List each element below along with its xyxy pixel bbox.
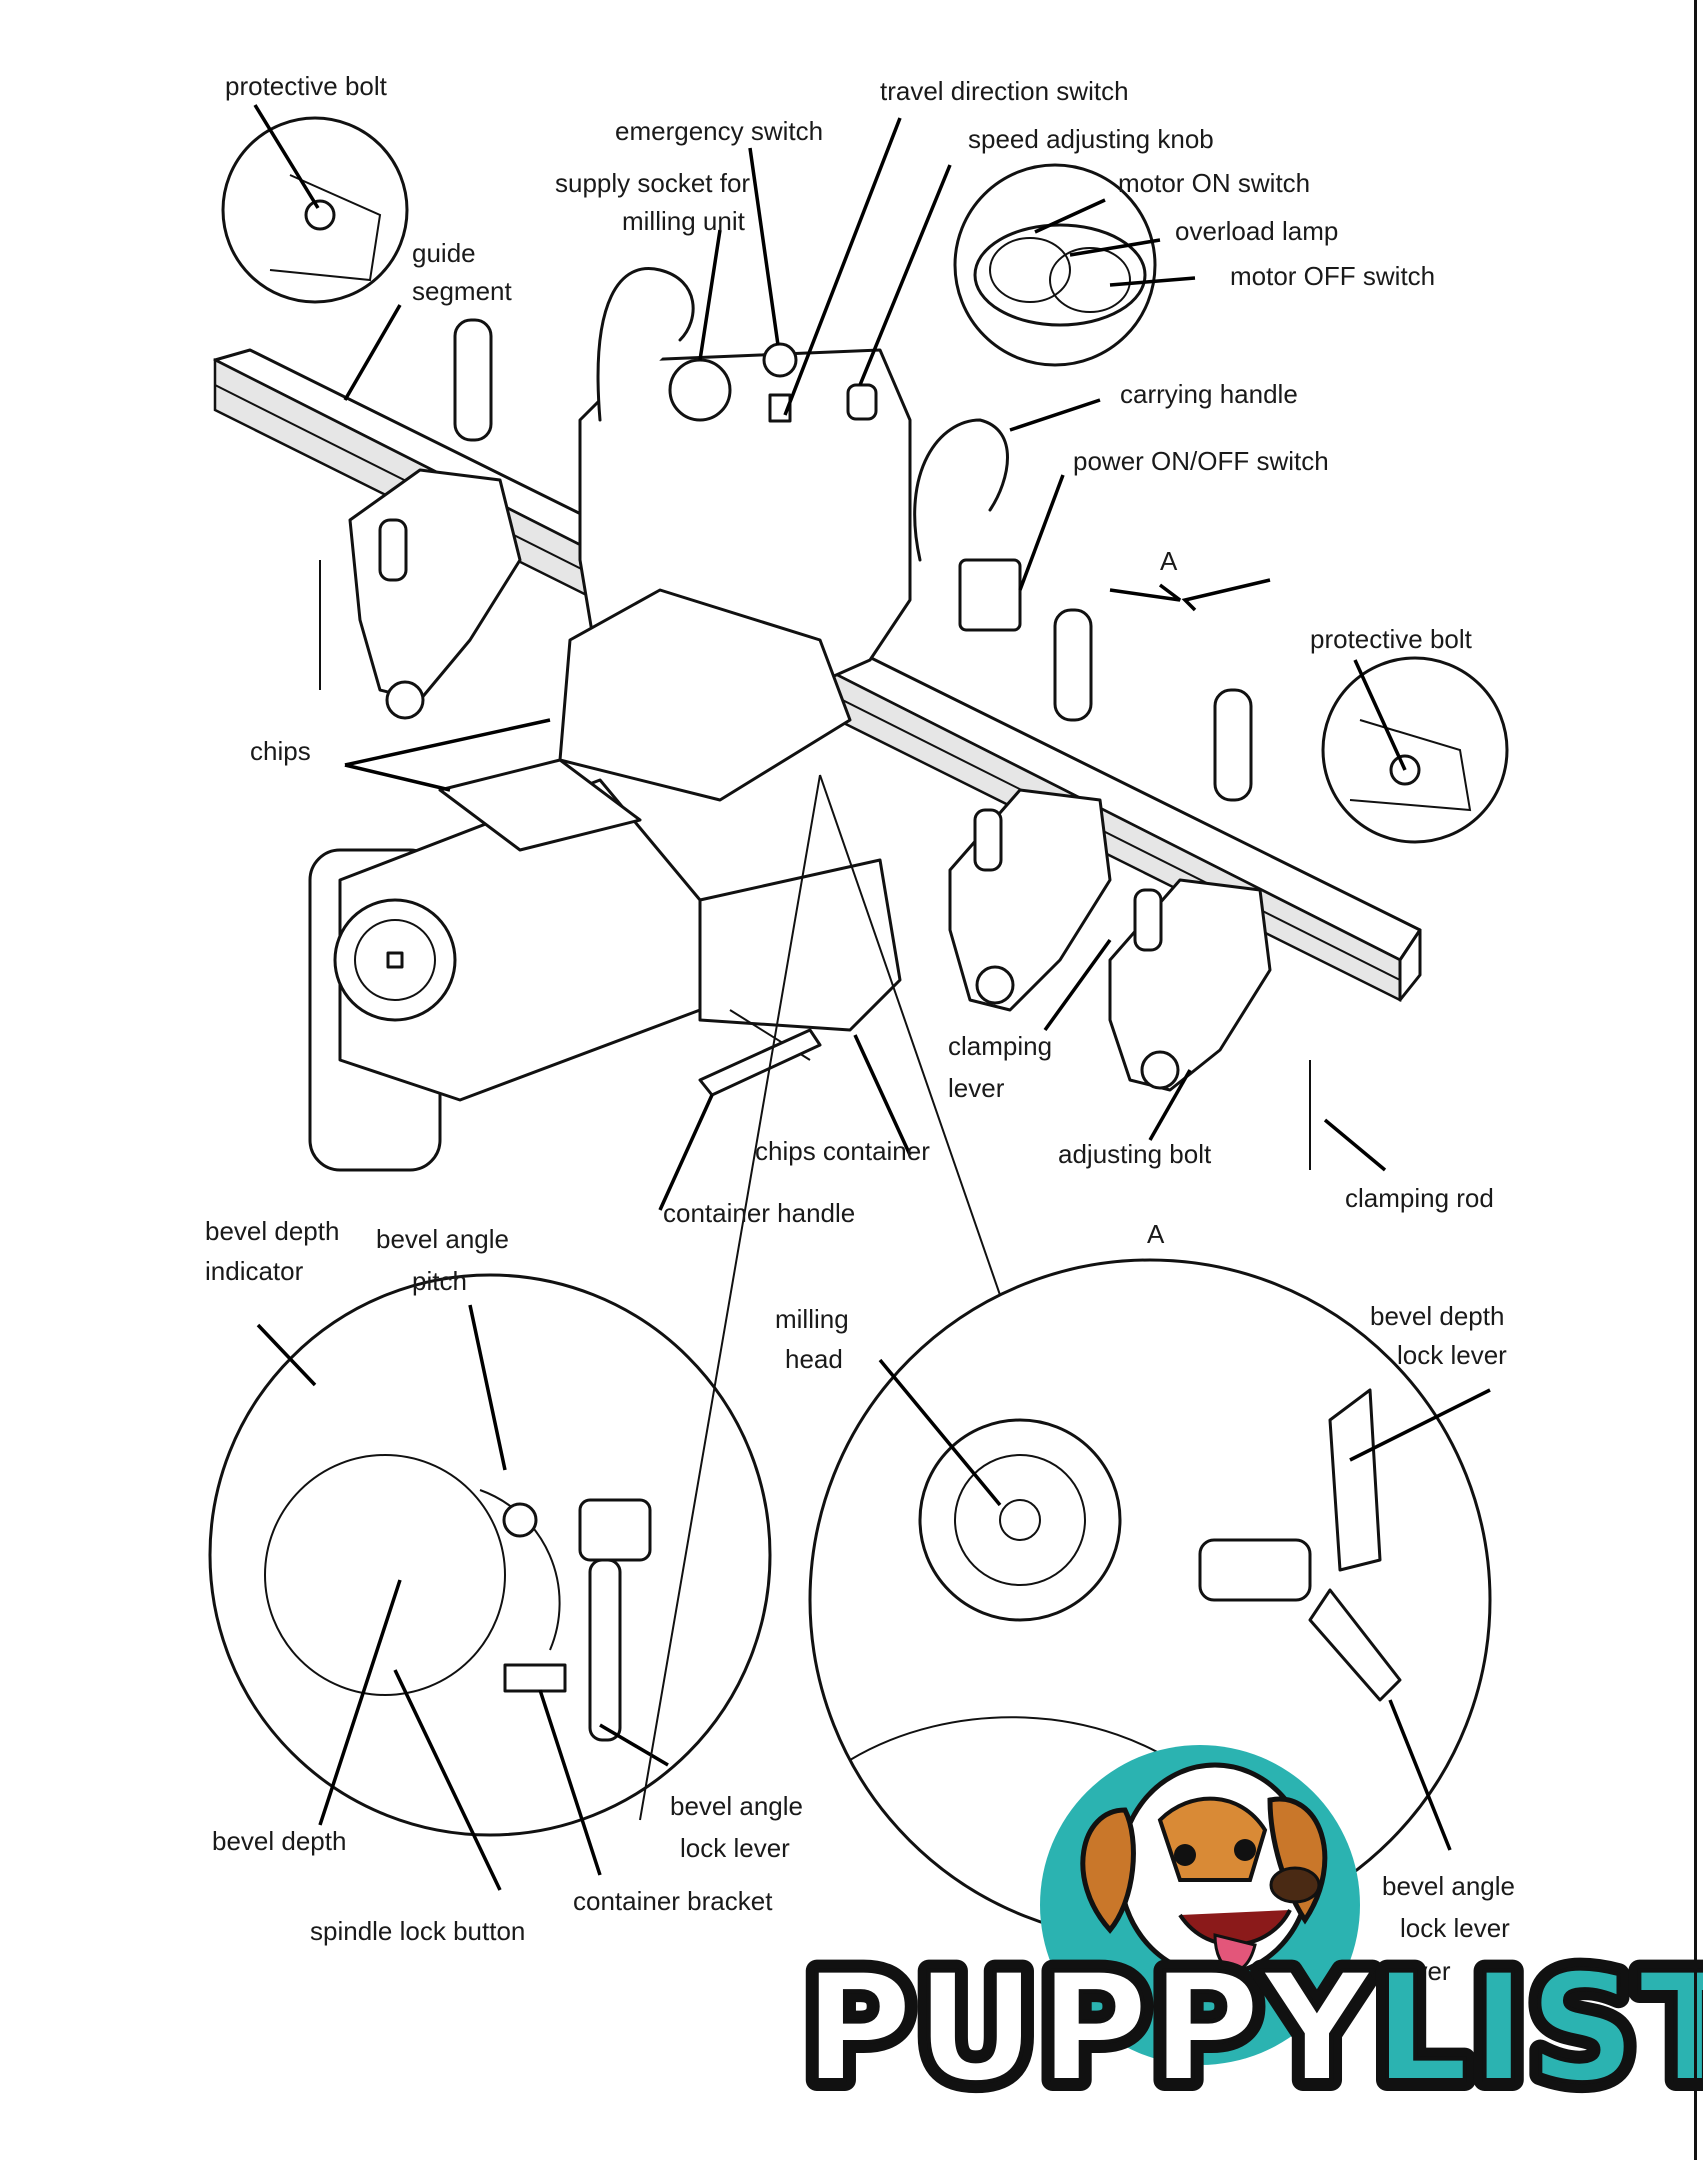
left-clamp [319,318,522,720]
label-view-marker-top: A [1160,546,1178,576]
label-bevel-angle-lock-left-line1: bevel angle [670,1791,803,1821]
chip-chute [438,588,852,852]
page-edge-line [1694,0,1697,2160]
label-milling-head-line1: milling [775,1304,849,1334]
label-spindle-lock-button: spindle lock button [310,1916,525,1946]
label-container-handle: container handle [663,1198,855,1228]
label-bevel-angle-lock-right-line2: lock lever [1400,1913,1510,1943]
watermark-text-shadow: PUPPYLIST [803,1942,1703,2116]
label-milling-head-line2: head [785,1344,843,1374]
label-carrying-handle: carrying handle [1120,379,1298,409]
label-bevel-angle-lock-right-line3: ever [1400,1956,1451,1986]
label-view-marker-detail: A [1147,1219,1165,1249]
main-housing [578,267,1022,702]
label-bevel-depth: bevel depth [212,1826,346,1856]
detail-circle-protective-bolt-right [1321,656,1509,844]
label-chips: chips [250,736,311,766]
label-bevel-depth-indicator-line2: indicator [205,1256,304,1286]
watermark-text: PUPPYLIST [803,1942,1703,2116]
right-clamp-2 [1108,688,1311,1170]
label-clamping-lever-line2: lever [948,1073,1005,1103]
label-bevel-depth-lock-line1: bevel depth [1370,1301,1504,1331]
label-clamping-rod: clamping rod [1345,1183,1494,1213]
label-protective-bolt-top: protective bolt [225,71,388,101]
detail-circle-view-a [808,1258,1492,1942]
label-guide-segment-line1: guide [412,238,476,268]
label-bevel-angle-pitch-line2: pitch [412,1266,467,1296]
label-clamping-lever-line1: clamping [948,1031,1052,1061]
label-guide-segment-line2: segment [412,276,512,306]
label-bevel-angle-pitch-line1: bevel angle [376,1224,509,1254]
label-chips-container: chips container [755,1136,930,1166]
label-power-switch: power ON/OFF switch [1073,446,1329,476]
machine-drawing [213,267,1422,1172]
label-bevel-angle-lock-left-line2: lock lever [680,1833,790,1863]
label-speed-adjusting-knob: speed adjusting knob [968,124,1214,154]
label-travel-direction-switch: travel direction switch [880,76,1129,106]
puppylist-watermark: PUPPYLIST PUPPYLIST [792,1745,1703,2127]
detail-circle-bevel-left [208,1273,772,1837]
leader-lines [253,104,1491,1891]
label-motor-off-switch: motor OFF switch [1230,261,1435,291]
labels: protective bolt travel direction switch … [205,71,1515,1986]
label-bevel-depth-indicator-line1: bevel depth [205,1216,339,1246]
label-bevel-angle-lock-right-line1: bevel angle [1382,1871,1515,1901]
label-overload-lamp: overload lamp [1175,216,1338,246]
label-motor-on-switch: motor ON switch [1118,168,1310,198]
label-supply-socket-line1: supply socket for [555,168,750,198]
detail-circle-protective-bolt-top [221,116,409,304]
right-clamp-1 [948,608,1112,1012]
label-supply-socket-line2: milling unit [622,206,746,236]
label-bevel-depth-lock-line2: lock lever [1397,1340,1507,1370]
label-protective-bolt-right: protective bolt [1310,624,1473,654]
label-adjusting-bolt: adjusting bolt [1058,1139,1212,1169]
chips-container [698,858,902,1097]
label-emergency-switch: emergency switch [615,116,823,146]
dog-mascot-icon [1040,1745,1360,2065]
motor [308,778,702,1172]
label-container-bracket: container bracket [573,1886,773,1916]
